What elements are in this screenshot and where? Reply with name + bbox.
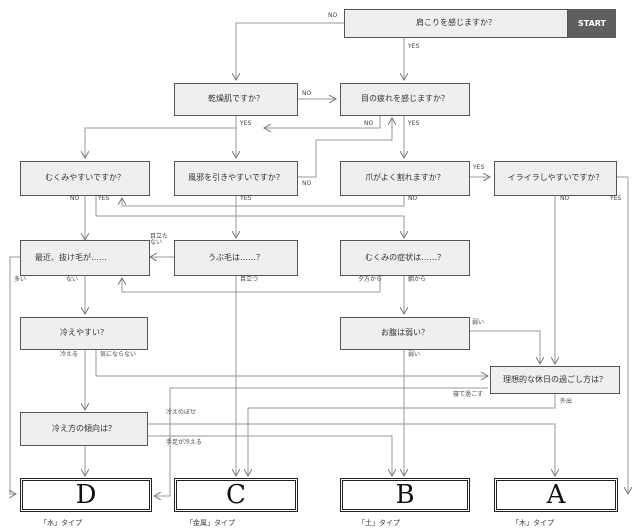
label-tsume-yes: YES bbox=[473, 164, 485, 171]
question-kansou[interactable]: 乾燥肌ですか？ bbox=[174, 83, 298, 116]
question-kaze[interactable]: 風邪を引きやすいですか？ bbox=[174, 161, 298, 196]
question-onaka[interactable]: お腹は弱い？ bbox=[340, 317, 470, 350]
result-b[interactable]: B bbox=[340, 478, 470, 512]
label-onaka-yowai-down: 弱い bbox=[408, 351, 421, 358]
label-ubuge-medatsu: 目立つ bbox=[240, 276, 259, 283]
caption-d: 「水」タイプ bbox=[40, 519, 82, 527]
question-hie[interactable]: 冷えやすい？ bbox=[20, 317, 148, 350]
connector-kansou-yes-left bbox=[85, 127, 236, 158]
question-ubuge[interactable]: うぶ毛は……？ bbox=[174, 240, 298, 276]
label-hie-hieru: 冷える bbox=[60, 351, 78, 358]
label-iraira-no: NO bbox=[560, 195, 570, 202]
question-nukege[interactable]: 最近、抜け毛が…… bbox=[20, 240, 150, 276]
question-iraira[interactable]: イライラしやすいですか？ bbox=[494, 161, 617, 196]
label-kyujitsu-neru: 寝て過ごす bbox=[453, 391, 484, 398]
connector-kaze-no bbox=[298, 118, 392, 178]
question-mukumi-shoujou[interactable]: むくみの症状は……？ bbox=[340, 240, 470, 276]
connector-kyujitsu-neru bbox=[154, 387, 488, 496]
connector-hiekata-nobose bbox=[148, 423, 555, 476]
connector-hiekata-teashi bbox=[148, 435, 392, 476]
connector-onaka-yowai-right bbox=[470, 330, 540, 364]
result-c[interactable]: C bbox=[174, 478, 298, 512]
question-katakori[interactable]: 肩こりを感じますか？ bbox=[344, 9, 568, 38]
connector-mukumi-yes bbox=[95, 196, 404, 238]
label-kansou-no: NO bbox=[302, 90, 312, 97]
question-tsume[interactable]: 爪がよく割れますか？ bbox=[340, 161, 470, 196]
label-ubuge-medatanai: 目立た ない bbox=[150, 233, 169, 247]
label-hie-kininaranai: 気にならない bbox=[100, 351, 137, 358]
connector-nukege-ooi bbox=[10, 256, 20, 494]
label-tsume-no: NO bbox=[408, 195, 418, 202]
connector-me-no bbox=[264, 116, 381, 128]
label-iraira-yes: YES bbox=[610, 195, 622, 202]
label-mukumi-no: NO bbox=[70, 195, 80, 202]
label-onaka-yowai-right: 弱い bbox=[472, 319, 485, 326]
label-kaze-no: NO bbox=[302, 180, 312, 187]
label-kyujitsu-gaishutsu: 外出 bbox=[560, 398, 573, 405]
connector-kyujitsu-gaishutsu bbox=[248, 394, 556, 476]
connector-hie-kininaranai bbox=[95, 350, 488, 376]
label-kansou-yes: YES bbox=[240, 120, 252, 127]
label-mukumi-yes: YES bbox=[98, 195, 110, 202]
label-hiekata-nobose: 冷えのぼせ bbox=[166, 409, 197, 416]
caption-c: 「金属」タイプ bbox=[186, 519, 235, 527]
connector-katakori-no bbox=[236, 22, 344, 80]
question-kyujitsu[interactable]: 理想的な休日の過ごし方は？ bbox=[490, 366, 620, 394]
caption-a: 「木」タイプ bbox=[512, 519, 554, 527]
connector-tsume-no bbox=[122, 196, 405, 207]
label-me-yes: YES bbox=[408, 120, 420, 127]
result-a[interactable]: A bbox=[494, 478, 618, 512]
question-hiekata[interactable]: 冷え方の傾向は？ bbox=[20, 412, 148, 446]
label-katakori-no: NO bbox=[328, 12, 338, 19]
label-nukege-nai: ない bbox=[66, 276, 79, 283]
label-kaze-yes: YES bbox=[240, 195, 252, 202]
caption-b: 「土」タイプ bbox=[358, 519, 400, 527]
label-shoujou-yugata: 夕方から bbox=[358, 276, 383, 283]
label-shoujou-asa: 朝から bbox=[408, 276, 427, 283]
question-me[interactable]: 目の疲れを感じますか？ bbox=[340, 83, 470, 116]
result-d[interactable]: D bbox=[20, 478, 152, 512]
label-hiekata-teashi: 手足が冷える bbox=[166, 439, 202, 446]
label-nukege-ooi: 多い bbox=[14, 276, 27, 283]
start-badge: START bbox=[568, 9, 616, 38]
label-katakori-yes: YES bbox=[408, 43, 420, 50]
label-me-no: NO bbox=[364, 120, 374, 127]
connector-shoujou-yugata bbox=[122, 276, 381, 293]
question-mukumi[interactable]: むくみやすいですか？ bbox=[20, 161, 150, 196]
